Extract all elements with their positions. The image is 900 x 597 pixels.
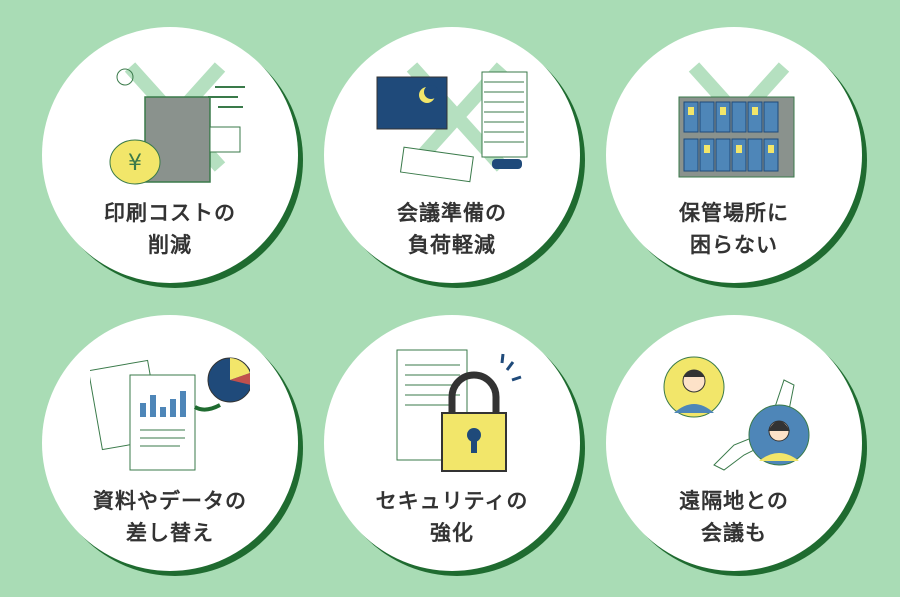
benefit-security: セキュリティの強化 xyxy=(324,315,580,571)
svg-text:¥: ¥ xyxy=(128,151,142,176)
benefit-title-line1: 印刷コストの xyxy=(104,201,236,225)
benefit-title-line1: セキュリティの xyxy=(375,489,529,513)
printer-money-icon: ¥ xyxy=(109,62,245,185)
benefit-remote-meeting: 遠隔地との会議も xyxy=(606,315,862,571)
benefit-title-line2: 困らない xyxy=(690,233,778,257)
benefit-title-line2: 負荷軽減 xyxy=(408,233,496,257)
benefit-title-line1: 遠隔地との xyxy=(679,489,789,513)
benefit-data-replace: 資料やデータの差し替え xyxy=(42,315,298,571)
benefit-title-line2: 会議も xyxy=(701,521,767,545)
benefit-print-cost: ¥ 印刷コストの削減 xyxy=(42,27,298,283)
benefit-title-line2: 削減 xyxy=(148,233,192,257)
benefit-storage: 保管場所に困らない xyxy=(606,27,862,283)
paper-stack-night-icon xyxy=(376,62,528,183)
benefit-title-line2: 強化 xyxy=(430,521,474,545)
benefit-title-line1: 会議準備の xyxy=(397,201,507,225)
binders-icon xyxy=(678,62,795,178)
benefit-title-line1: 資料やデータの xyxy=(93,489,247,513)
benefit-meeting-prep: 会議準備の負荷軽減 xyxy=(324,27,580,283)
padlock-document-icon xyxy=(396,349,522,472)
benefit-title-line1: 保管場所に xyxy=(679,201,789,225)
benefit-title-line2: 差し替え xyxy=(126,521,214,545)
remote-meeting-map-icon xyxy=(663,356,810,471)
chart-document-icon xyxy=(90,357,250,471)
